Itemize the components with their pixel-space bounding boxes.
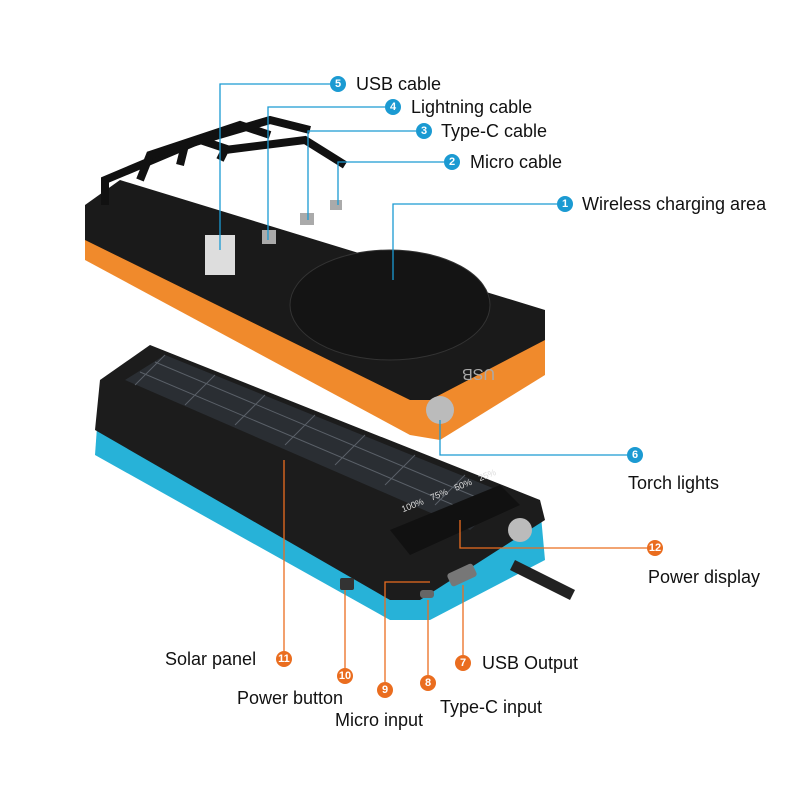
label-usb-cable: USB cable bbox=[356, 74, 442, 94]
solar-grid bbox=[134, 354, 496, 518]
wireless-charging-pad bbox=[289, 249, 491, 361]
wireless-power-bank: USB bbox=[85, 115, 545, 440]
callout-number-12: 12 bbox=[647, 540, 663, 556]
callout-lines bbox=[219, 83, 647, 682]
label-usb-output: USB Output bbox=[482, 653, 579, 673]
label-type-c-input: Type-C input bbox=[440, 697, 543, 717]
power-button bbox=[340, 578, 354, 590]
solar-panel bbox=[125, 355, 510, 530]
built-in-cables bbox=[101, 115, 348, 205]
callout-number-4: 4 bbox=[385, 99, 401, 115]
usb-mark: USB bbox=[462, 365, 495, 382]
label-torch-lights: Torch lights bbox=[628, 473, 720, 493]
usb-port bbox=[447, 563, 477, 587]
torch-light bbox=[508, 518, 532, 542]
label-wireless-charging-area: Wireless charging area bbox=[582, 194, 767, 214]
solar-power-bank bbox=[95, 345, 575, 620]
callout-number-10: 10 bbox=[337, 668, 353, 684]
label-lightning-cable: Lightning cable bbox=[411, 97, 533, 117]
callout-number-7: 7 bbox=[455, 655, 471, 671]
callout-number-11: 11 bbox=[276, 651, 292, 667]
label-micro-input: Micro input bbox=[335, 710, 424, 730]
label-power-display: Power display bbox=[648, 567, 761, 587]
callout-number-1: 1 bbox=[557, 196, 573, 212]
callout-number-6: 6 bbox=[627, 447, 643, 463]
callout-number-2: 2 bbox=[444, 154, 460, 170]
type-c-port bbox=[420, 590, 434, 598]
torch-light bbox=[426, 396, 454, 424]
callout-number-5: 5 bbox=[330, 76, 346, 92]
callout-number-8: 8 bbox=[420, 675, 436, 691]
label-solar-panel: Solar panel bbox=[165, 649, 257, 669]
callout-number-3: 3 bbox=[416, 123, 432, 139]
label-type-c-cable: Type-C cable bbox=[441, 121, 548, 141]
power-display-panel bbox=[390, 485, 520, 555]
label-power-button: Power button bbox=[237, 688, 344, 708]
label-micro-cable: Micro cable bbox=[470, 152, 563, 172]
callout-number-9: 9 bbox=[377, 682, 393, 698]
